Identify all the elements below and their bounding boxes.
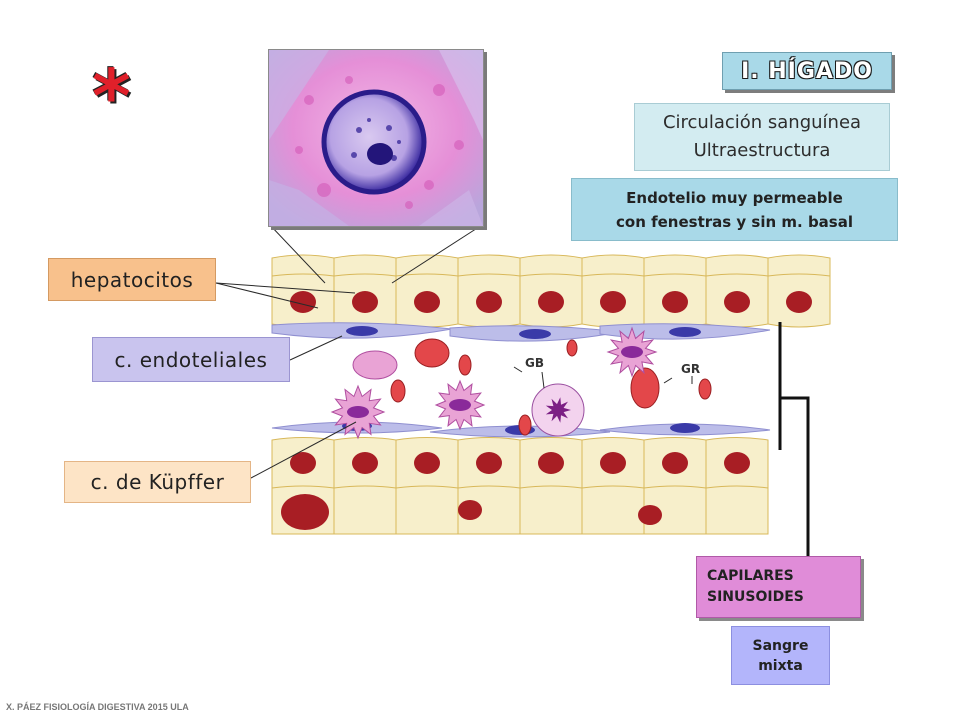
hepatocyte-micrograph [268, 49, 484, 227]
hepatocitos-label: hepatocitos [48, 258, 216, 301]
red-blood-cell [698, 378, 712, 400]
sangre-mixta-box: Sangre mixta [731, 626, 830, 685]
hepatocyte-row-bottom [271, 437, 769, 535]
hepatocyte [519, 485, 583, 535]
slide-title: I. HÍGADO [722, 52, 892, 90]
asterisk-marker: * [92, 54, 131, 140]
kupffer-nucleus [449, 399, 471, 411]
sangre-line-2: mixta [758, 657, 803, 674]
hepatocyte-row-top [271, 254, 831, 328]
circulation-line-2: Ultraestructura [693, 140, 831, 161]
kupffer-nucleus [347, 406, 369, 418]
hepatocyte-nucleus [600, 291, 626, 313]
hepatocyte-nucleus [476, 291, 502, 313]
gr-label: GR [681, 362, 700, 376]
hepatocyte-nucleus [476, 452, 502, 474]
hepatocyte [395, 485, 459, 535]
hepatocyte-nucleus [352, 291, 378, 313]
red-blood-cell [390, 379, 406, 403]
circulation-box: Circulación sanguínea Ultraestructura [634, 103, 890, 171]
capilares-line-1: CAPILARES [707, 568, 794, 584]
endothelial-nucleus [519, 329, 551, 339]
endoteliales-label: c. endoteliales [92, 337, 290, 382]
hepatocyte-nucleus [786, 291, 812, 313]
hepatocyte-nucleus [290, 452, 316, 474]
hepatocyte [581, 485, 645, 535]
hepatocyte [333, 485, 397, 535]
kupffer-nucleus [621, 346, 643, 358]
capilares-line-2: SINUSOIDES [707, 589, 804, 605]
endothelium-line-1: Endotelio muy permeable [626, 188, 843, 207]
hepatocyte-nucleus [724, 291, 750, 313]
red-blood-cell [414, 338, 450, 368]
red-blood-cell [566, 339, 578, 357]
hepatocyte-nucleus [352, 452, 378, 474]
kupffer-label: c. de Küpffer [64, 461, 251, 503]
endothelial-nucleus [670, 423, 700, 433]
pointer-lines [215, 224, 693, 479]
sangre-line-1: Sangre [752, 637, 809, 654]
red-blood-cell [630, 367, 660, 409]
white-blood-cell-nucleus [545, 397, 571, 423]
hepatocyte-nucleus [538, 291, 564, 313]
capillary-bracket [778, 322, 810, 556]
red-blood-cell [458, 354, 472, 376]
capilares-sinusoides-box: CAPILARES SINUSOIDES [696, 556, 861, 618]
kupffer-cell [352, 350, 398, 380]
endothelium-box: Endotelio muy permeable con fenestras y … [571, 178, 898, 241]
endothelium-line-2: con fenestras y sin m. basal [616, 212, 853, 231]
hepatocyte-nucleus [724, 452, 750, 474]
endothelial-nucleus [346, 326, 378, 336]
hepatocyte-nucleus [662, 291, 688, 313]
hepatocyte-nucleus [662, 452, 688, 474]
blood-cells [330, 326, 712, 440]
hepatocyte-nucleus [600, 452, 626, 474]
footer-credit: X. PÁEZ FISIOLOGÍA DIGESTIVA 2015 ULA [6, 702, 189, 712]
hepatocyte-nucleus [638, 505, 662, 525]
hepatocyte-nucleus [414, 452, 440, 474]
hepatocyte-nucleus [281, 494, 329, 530]
hepatocyte-nucleus [538, 452, 564, 474]
hepatocyte [705, 485, 769, 535]
hepatocyte-nucleus [414, 291, 440, 313]
endothelial-nucleus [669, 327, 701, 337]
circulation-line-1: Circulación sanguínea [662, 112, 862, 133]
hepatocyte-nucleus [290, 291, 316, 313]
red-blood-cell [518, 414, 532, 436]
hepatocyte-nucleus [458, 500, 482, 520]
gb-label: GB [525, 356, 544, 370]
